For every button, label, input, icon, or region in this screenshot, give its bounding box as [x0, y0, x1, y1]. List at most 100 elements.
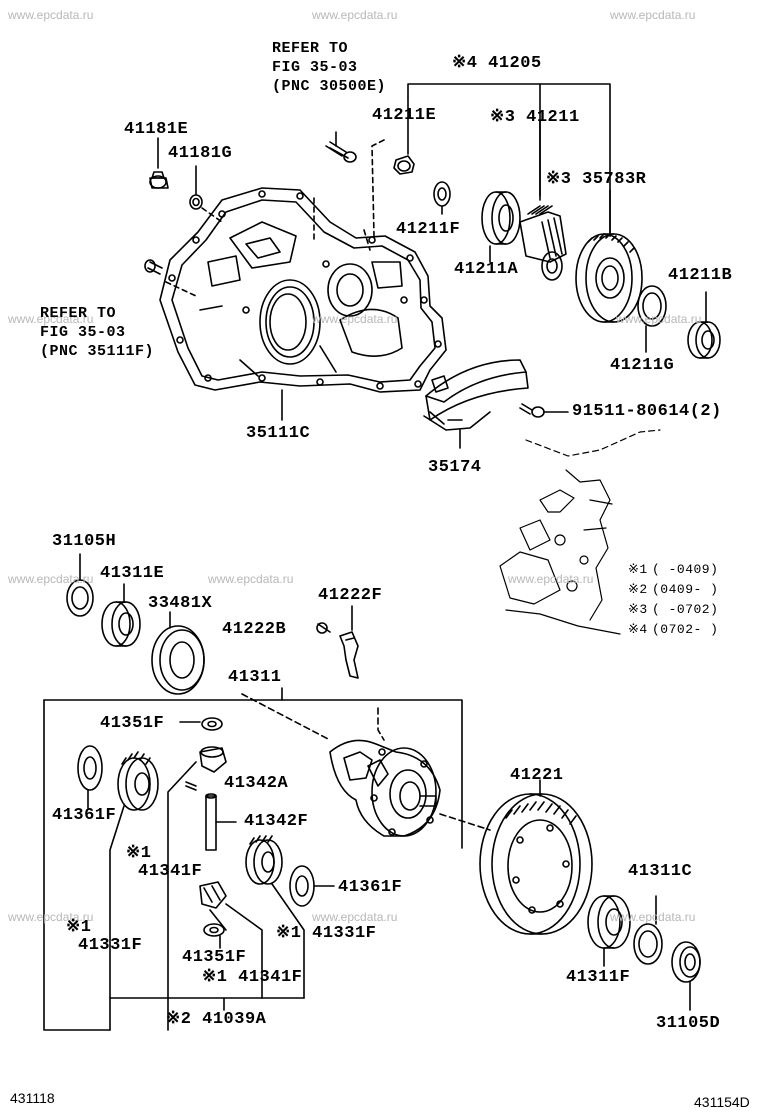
part-label-41341f-bottom: ※1 41341F: [202, 968, 303, 987]
part-label-91511: 91511-80614(2): [572, 402, 722, 421]
washer-41361f-left: [77, 745, 103, 809]
watermark: www.epcdata.ru: [208, 572, 294, 586]
housing-bolt-left: [144, 259, 197, 297]
oil-seal-31105h: [66, 553, 94, 617]
refer-note-line: (PNC 35111F): [40, 343, 155, 360]
part-label-41341f: 41341F: [138, 862, 203, 881]
transmission-case-outline: [499, 429, 661, 635]
legend-mark: ※2: [628, 582, 648, 597]
drain-plug: [149, 137, 169, 189]
watermark: www.epcdata.ru: [312, 8, 398, 22]
part-label-41181e: 41181E: [124, 120, 189, 139]
watermark: www.epcdata.ru: [8, 312, 94, 326]
part-label-31105d: 31105D: [656, 1014, 721, 1033]
part-label-41221: 41221: [510, 766, 564, 785]
figure-code-left: 431118: [10, 1090, 55, 1106]
refer-note-line: REFER TO: [272, 40, 349, 57]
watermark: www.epcdata.ru: [8, 910, 94, 924]
washer-41351f-top: [179, 717, 223, 731]
part-label-41311f: 41311F: [566, 968, 631, 987]
pin-41342a: [185, 781, 197, 791]
refer-note-line: REFER TO: [40, 305, 117, 322]
side-gear-41331f-left: [109, 751, 159, 1031]
shim-41311c: [633, 895, 663, 965]
shim-41211f: [433, 181, 451, 215]
side-gear-41331f-right: [245, 835, 305, 999]
watermark: www.epcdata.ru: [312, 910, 398, 924]
driven-gear-35783r: [575, 189, 643, 323]
refer-note-line: (PNC 30500E): [272, 78, 387, 95]
part-label-41039a: ※2 41039A: [166, 1010, 267, 1029]
part-label-41211: ※3 41211: [490, 108, 580, 127]
bolt-91511: [519, 403, 569, 418]
part-label-35783r: ※3 35783R: [546, 170, 647, 189]
refer-note-line: FIG 35-03: [272, 59, 358, 76]
bearing-41311f: [587, 895, 631, 967]
legend-range: (0409- ): [652, 582, 719, 597]
plate-35174: [423, 359, 529, 449]
oil-seal-41211g: [637, 285, 667, 353]
washer-41351f-bottom: [203, 923, 225, 949]
part-label-41341f-note: ※1: [126, 844, 152, 863]
part-label-41342a: 41342A: [224, 774, 289, 793]
part-label-41205: ※4 41205: [452, 54, 542, 73]
part-label-41311e: 41311E: [100, 564, 165, 583]
washer-41361f-right: [289, 865, 335, 907]
legend-range: ( -0702): [652, 602, 719, 617]
shaft-41342f: [205, 793, 237, 851]
legend-mark: ※4: [628, 622, 648, 637]
part-label-41211b: 41211B: [668, 266, 733, 285]
part-label-41211g: 41211G: [610, 356, 675, 375]
differential-case-41311: [329, 739, 441, 837]
part-label-35174: 35174: [428, 458, 482, 477]
part-label-33481x: 33481X: [148, 594, 213, 613]
bearing-41211a: [481, 191, 521, 263]
part-label-31105h: 31105H: [52, 532, 117, 551]
watermark: www.epcdata.ru: [312, 312, 398, 326]
watermark: www.epcdata.ru: [8, 8, 94, 22]
part-label-41311c: 41311C: [628, 862, 693, 881]
part-label-41331f-left: 41331F: [78, 936, 143, 955]
part-label-41331f-left-note: ※1: [66, 918, 92, 937]
watermark: www.epcdata.ru: [610, 910, 696, 924]
part-label-41331f-right: ※1 41331F: [276, 924, 377, 943]
housing-bolt-top: [325, 131, 357, 163]
watermark: www.epcdata.ru: [508, 572, 594, 586]
pinion-shaft-41211: [519, 119, 567, 281]
part-label-35111c: 35111C: [246, 424, 311, 443]
bearing-cap-41211e: [393, 155, 415, 175]
ring-gear-41221: [439, 779, 593, 935]
part-label-41361f-right: 41361F: [338, 878, 403, 897]
bearing-41211b: [687, 291, 721, 359]
watermark: www.epcdata.ru: [8, 572, 94, 586]
part-label-41342f: 41342F: [244, 812, 309, 831]
part-label-41211f: 41211F: [396, 220, 461, 239]
plug-gasket: [189, 165, 223, 223]
part-label-41351f-bottom: 41351F: [182, 948, 247, 967]
watermark: www.epcdata.ru: [616, 312, 702, 326]
part-label-41222b: 41222B: [222, 620, 287, 639]
legend-mark: ※3: [628, 602, 648, 617]
figure-code-right: 431154D: [694, 1094, 750, 1110]
refer-note-line: FIG 35-03: [40, 324, 126, 341]
legend-range: (0702- ): [652, 622, 719, 637]
clip-41222f: [339, 605, 359, 679]
part-label-41311: 41311: [228, 668, 282, 687]
bolt-41222b: [316, 622, 331, 634]
spacer-33481x: [151, 611, 205, 695]
legend-mark: ※1: [628, 562, 648, 577]
pinion-41341f-top: [167, 746, 227, 1031]
part-label-41351f-top: 41351F: [100, 714, 165, 733]
part-label-41211e: 41211E: [372, 106, 437, 125]
transaxle-housing: [159, 187, 447, 393]
part-label-41211a: 41211A: [454, 260, 519, 279]
watermark: www.epcdata.ru: [610, 8, 696, 22]
legend-range: ( -0409): [652, 562, 719, 577]
part-label-41222f: 41222F: [318, 586, 383, 605]
part-label-41361f-left: 41361F: [52, 806, 117, 825]
bearing-41311e: [101, 583, 141, 647]
oil-seal-31105d: [671, 941, 701, 1011]
part-label-41181g: 41181G: [168, 144, 233, 163]
